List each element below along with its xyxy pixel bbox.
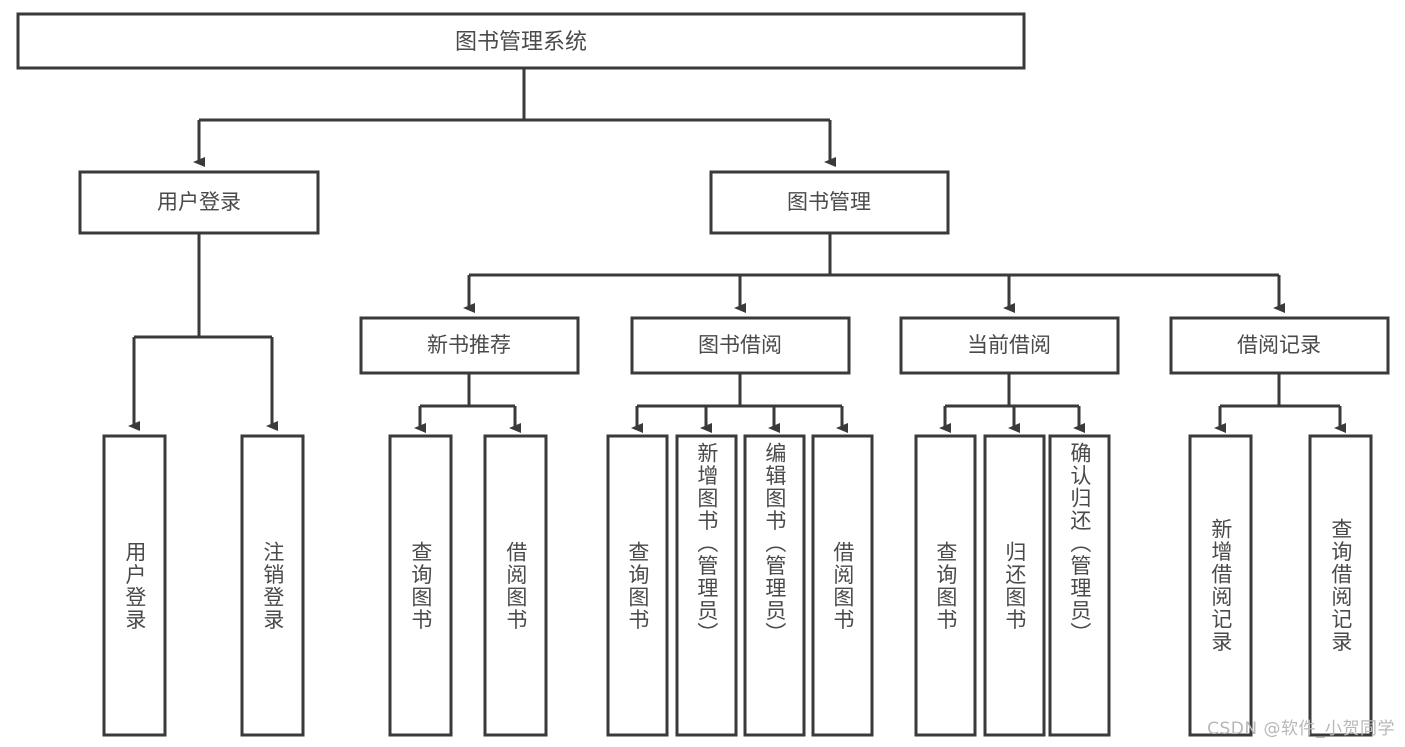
node-new-book-recommend-label: 新书推荐 [427,333,511,357]
node-book-borrow-label: 图书借阅 [698,333,782,357]
leaf-borrow-book-recommend[interactable] [483,434,548,737]
leaf-logout-login[interactable] [240,434,305,737]
node-borrow-record-label: 借阅记录 [1237,333,1321,357]
node-new-book-recommend[interactable] [359,316,580,375]
connector-root-stem [193,68,836,167]
node-user-login-label: 用户登录 [157,190,241,214]
connector-current-borrow-children [939,373,1085,433]
node-root[interactable] [16,12,1026,70]
connector-new-book-children [414,373,521,433]
connector-book-borrow-children [631,373,848,433]
connector-book-manage-children [463,233,1285,313]
leaf-query-book-current[interactable] [914,434,977,737]
node-book-manage[interactable] [709,170,950,235]
leaf-query-borrow-record[interactable] [1308,434,1373,737]
leaf-return-book[interactable] [983,434,1046,737]
node-root-label: 图书管理系统 [455,30,587,55]
leaf-query-book-recommend[interactable] [388,434,453,737]
node-borrow-record[interactable] [1169,316,1390,375]
leaf-confirm-return-admin[interactable] [1048,434,1111,737]
connector-user-login-children [128,233,278,431]
leaf-add-borrow-record[interactable] [1188,434,1253,737]
watermark-text: CSDN @软件_小贺同学 [1207,719,1395,739]
connector-borrow-record-children [1214,373,1346,433]
leaf-user-login[interactable] [102,434,167,737]
node-book-borrow[interactable] [630,316,851,375]
leaf-query-book-borrow[interactable] [606,434,669,737]
leaf-add-book-admin[interactable] [675,434,738,737]
leaf-edit-book-admin[interactable] [743,434,806,737]
node-user-login[interactable] [78,170,320,235]
node-book-manage-label: 图书管理 [787,190,871,214]
node-current-borrow[interactable] [899,316,1120,375]
node-current-borrow-label: 当前借阅 [967,333,1051,357]
leaf-borrow-book-borrow[interactable] [811,434,874,737]
